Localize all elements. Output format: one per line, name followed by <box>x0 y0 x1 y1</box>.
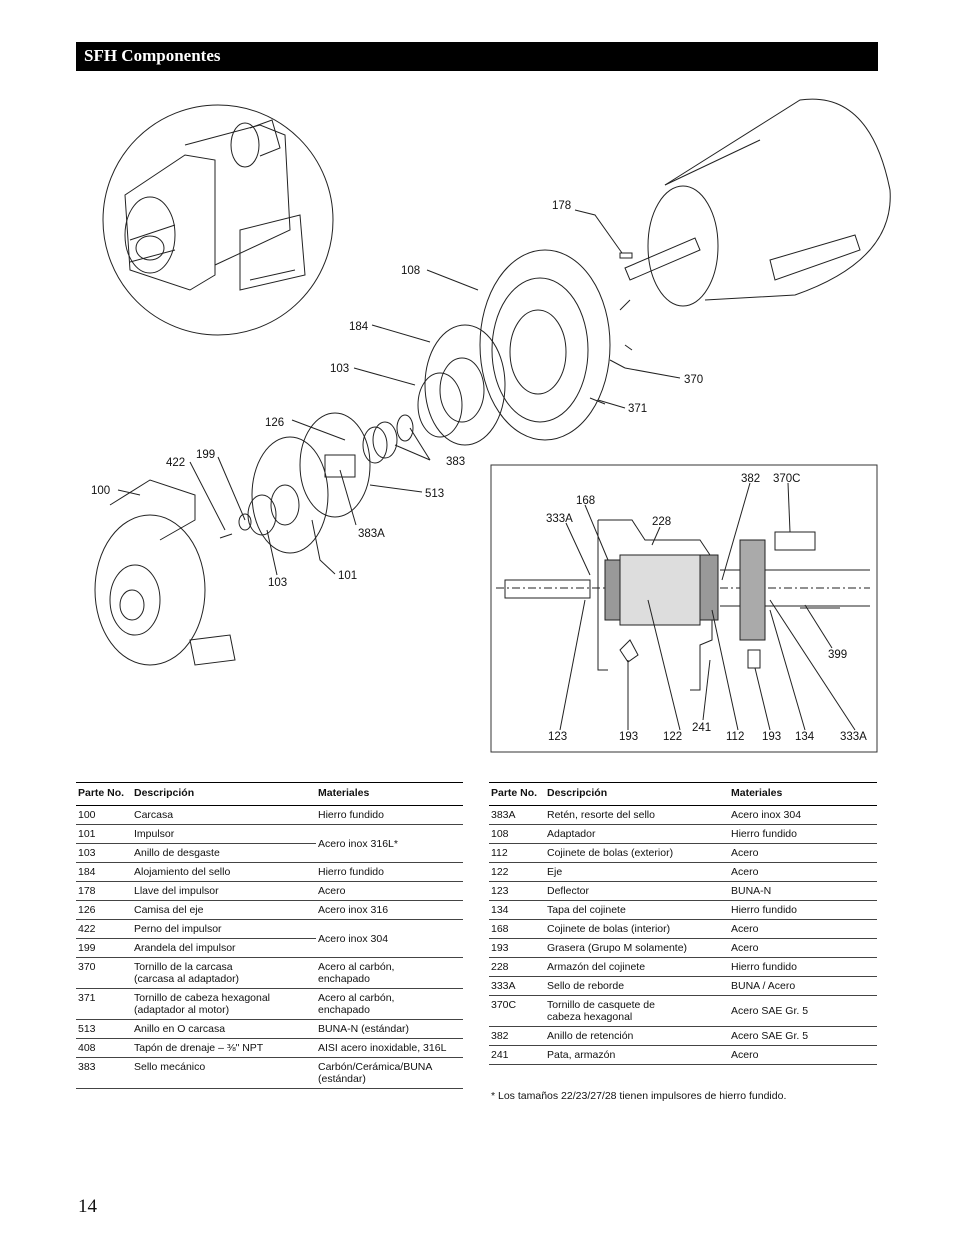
detail-circle <box>102 104 334 336</box>
callout-label: 103 <box>268 577 287 589</box>
callout-label: 101 <box>338 570 357 582</box>
callout-label: 103 <box>330 363 349 375</box>
table-row: 126 Camisa del eje Acero inox 316 <box>76 900 463 920</box>
table-row: 370 Tornillo de la carcasa(carcasa al ad… <box>76 957 463 989</box>
table-row: 101 Impulsor Acero inox 316L* <box>76 824 463 863</box>
table-row: 199 Arandela del impulsor <box>76 938 463 958</box>
callout-label: 383A <box>358 528 385 540</box>
callout-label: 108 <box>401 265 420 277</box>
callout-label: 193 <box>762 731 781 743</box>
col-header-materials: Materiales <box>316 782 463 806</box>
callout-label: 199 <box>196 449 215 461</box>
table-row: 383 Sello mecánico Carbón/Cerámica/BUNA … <box>76 1057 463 1089</box>
parts-table-left: Parte No. Descripción Materiales 100 Car… <box>76 782 463 1089</box>
col-header-part: Parte No. <box>76 782 132 806</box>
table-row: 408 Tapón de drenaje – ⅜" NPT AISI acero… <box>76 1038 463 1058</box>
callout-label: 100 <box>91 485 110 497</box>
callout-label: 112 <box>726 731 744 743</box>
table-row: 513 Anillo en O carcasa BUNA-N (estándar… <box>76 1019 463 1039</box>
callout-label: 333A <box>546 513 573 525</box>
col-header-materials: Materiales <box>729 782 877 806</box>
callout-label: 513 <box>425 488 444 500</box>
table-row: 103 Anillo de desgaste <box>76 843 463 863</box>
callout-label: 399 <box>828 649 847 661</box>
callout-label: 371 <box>628 403 647 415</box>
callout-label: 126 <box>265 417 284 429</box>
callout-label: 382 <box>741 473 760 485</box>
callout-label: 333A <box>840 731 867 743</box>
table-footnote: * Los tamaños 22/23/27/28 tienen impulso… <box>491 1090 787 1102</box>
table-row: 422 Perno del impulsor Acero inox 304 <box>76 919 463 958</box>
callout-label: 422 <box>166 457 185 469</box>
callout-label: 134 <box>795 731 815 743</box>
callout-label: 370C <box>773 473 801 485</box>
col-header-description: Descripción <box>545 782 729 806</box>
callout-label: 178 <box>552 200 571 212</box>
callout-label: 370 <box>684 374 703 386</box>
col-header-part: Parte No. <box>489 782 545 806</box>
callout-label: 123 <box>548 731 567 743</box>
callout-label: 122 <box>663 731 682 743</box>
section-title: SFH Componentes <box>84 46 221 65</box>
table-row: 178 Llave del impulsor Acero <box>76 881 463 901</box>
callout-label: 184 <box>349 321 369 333</box>
page-number: 14 <box>78 1196 97 1217</box>
col-header-description: Descripción <box>132 782 316 806</box>
callout-label: 228 <box>652 516 671 528</box>
callout-label: 193 <box>619 731 638 743</box>
table-row: 100 Carcasa Hierro fundido <box>76 805 463 825</box>
table-row: 371 Tornillo de cabeza hexagonal(adaptad… <box>76 988 463 1020</box>
callout-label: 383 <box>446 456 465 468</box>
callout-label: 168 <box>576 495 595 507</box>
table-row: 184 Alojamiento del sello Hierro fundido <box>76 862 463 882</box>
callout-label: 241 <box>692 722 711 734</box>
section-title-bar: SFH Componentes <box>76 42 878 71</box>
exploded-assembly-drawing: 178 108 184 103 370 371 126 199 422 383 … <box>91 98 891 753</box>
